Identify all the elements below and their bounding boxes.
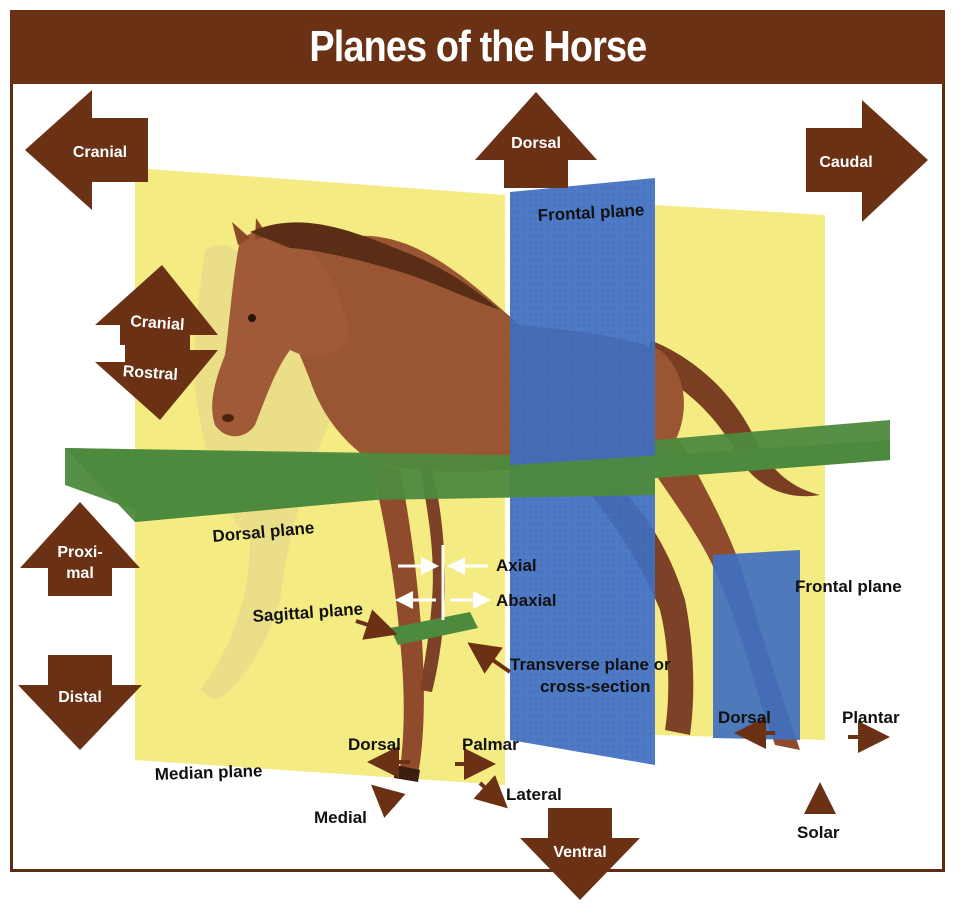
dorsal-top-label: Dorsal — [511, 135, 561, 152]
median-plane-label: Median plane — [154, 761, 262, 784]
lateral-arrow — [480, 783, 502, 803]
frontal-plane-lower-label: Frontal plane — [795, 577, 902, 596]
caudal-label: Caudal — [819, 154, 872, 171]
medial-label: Medial — [314, 808, 367, 827]
distal-label: Distal — [58, 689, 102, 706]
axial-label: Axial — [496, 556, 537, 575]
ventral-label: Ventral — [553, 844, 606, 861]
medial-arrow — [377, 790, 395, 806]
plantar-label: Plantar — [842, 708, 900, 727]
solar-label: Solar — [797, 823, 840, 842]
dorsal-hind-label: Dorsal — [718, 708, 771, 727]
palmar-label: Palmar — [462, 735, 519, 754]
proximal-label-line2: mal — [66, 565, 94, 582]
cranial-label: Cranial — [73, 144, 127, 161]
transverse-plane-label-line1: Transverse plane or — [510, 655, 671, 674]
transverse-plane-label-line2: cross-section — [540, 677, 651, 696]
dorsal-fore-label: Dorsal — [348, 735, 401, 754]
proximal-label-line1: Proxi- — [57, 544, 102, 561]
abaxial-label: Abaxial — [496, 591, 556, 610]
lateral-label: Lateral — [506, 785, 562, 804]
